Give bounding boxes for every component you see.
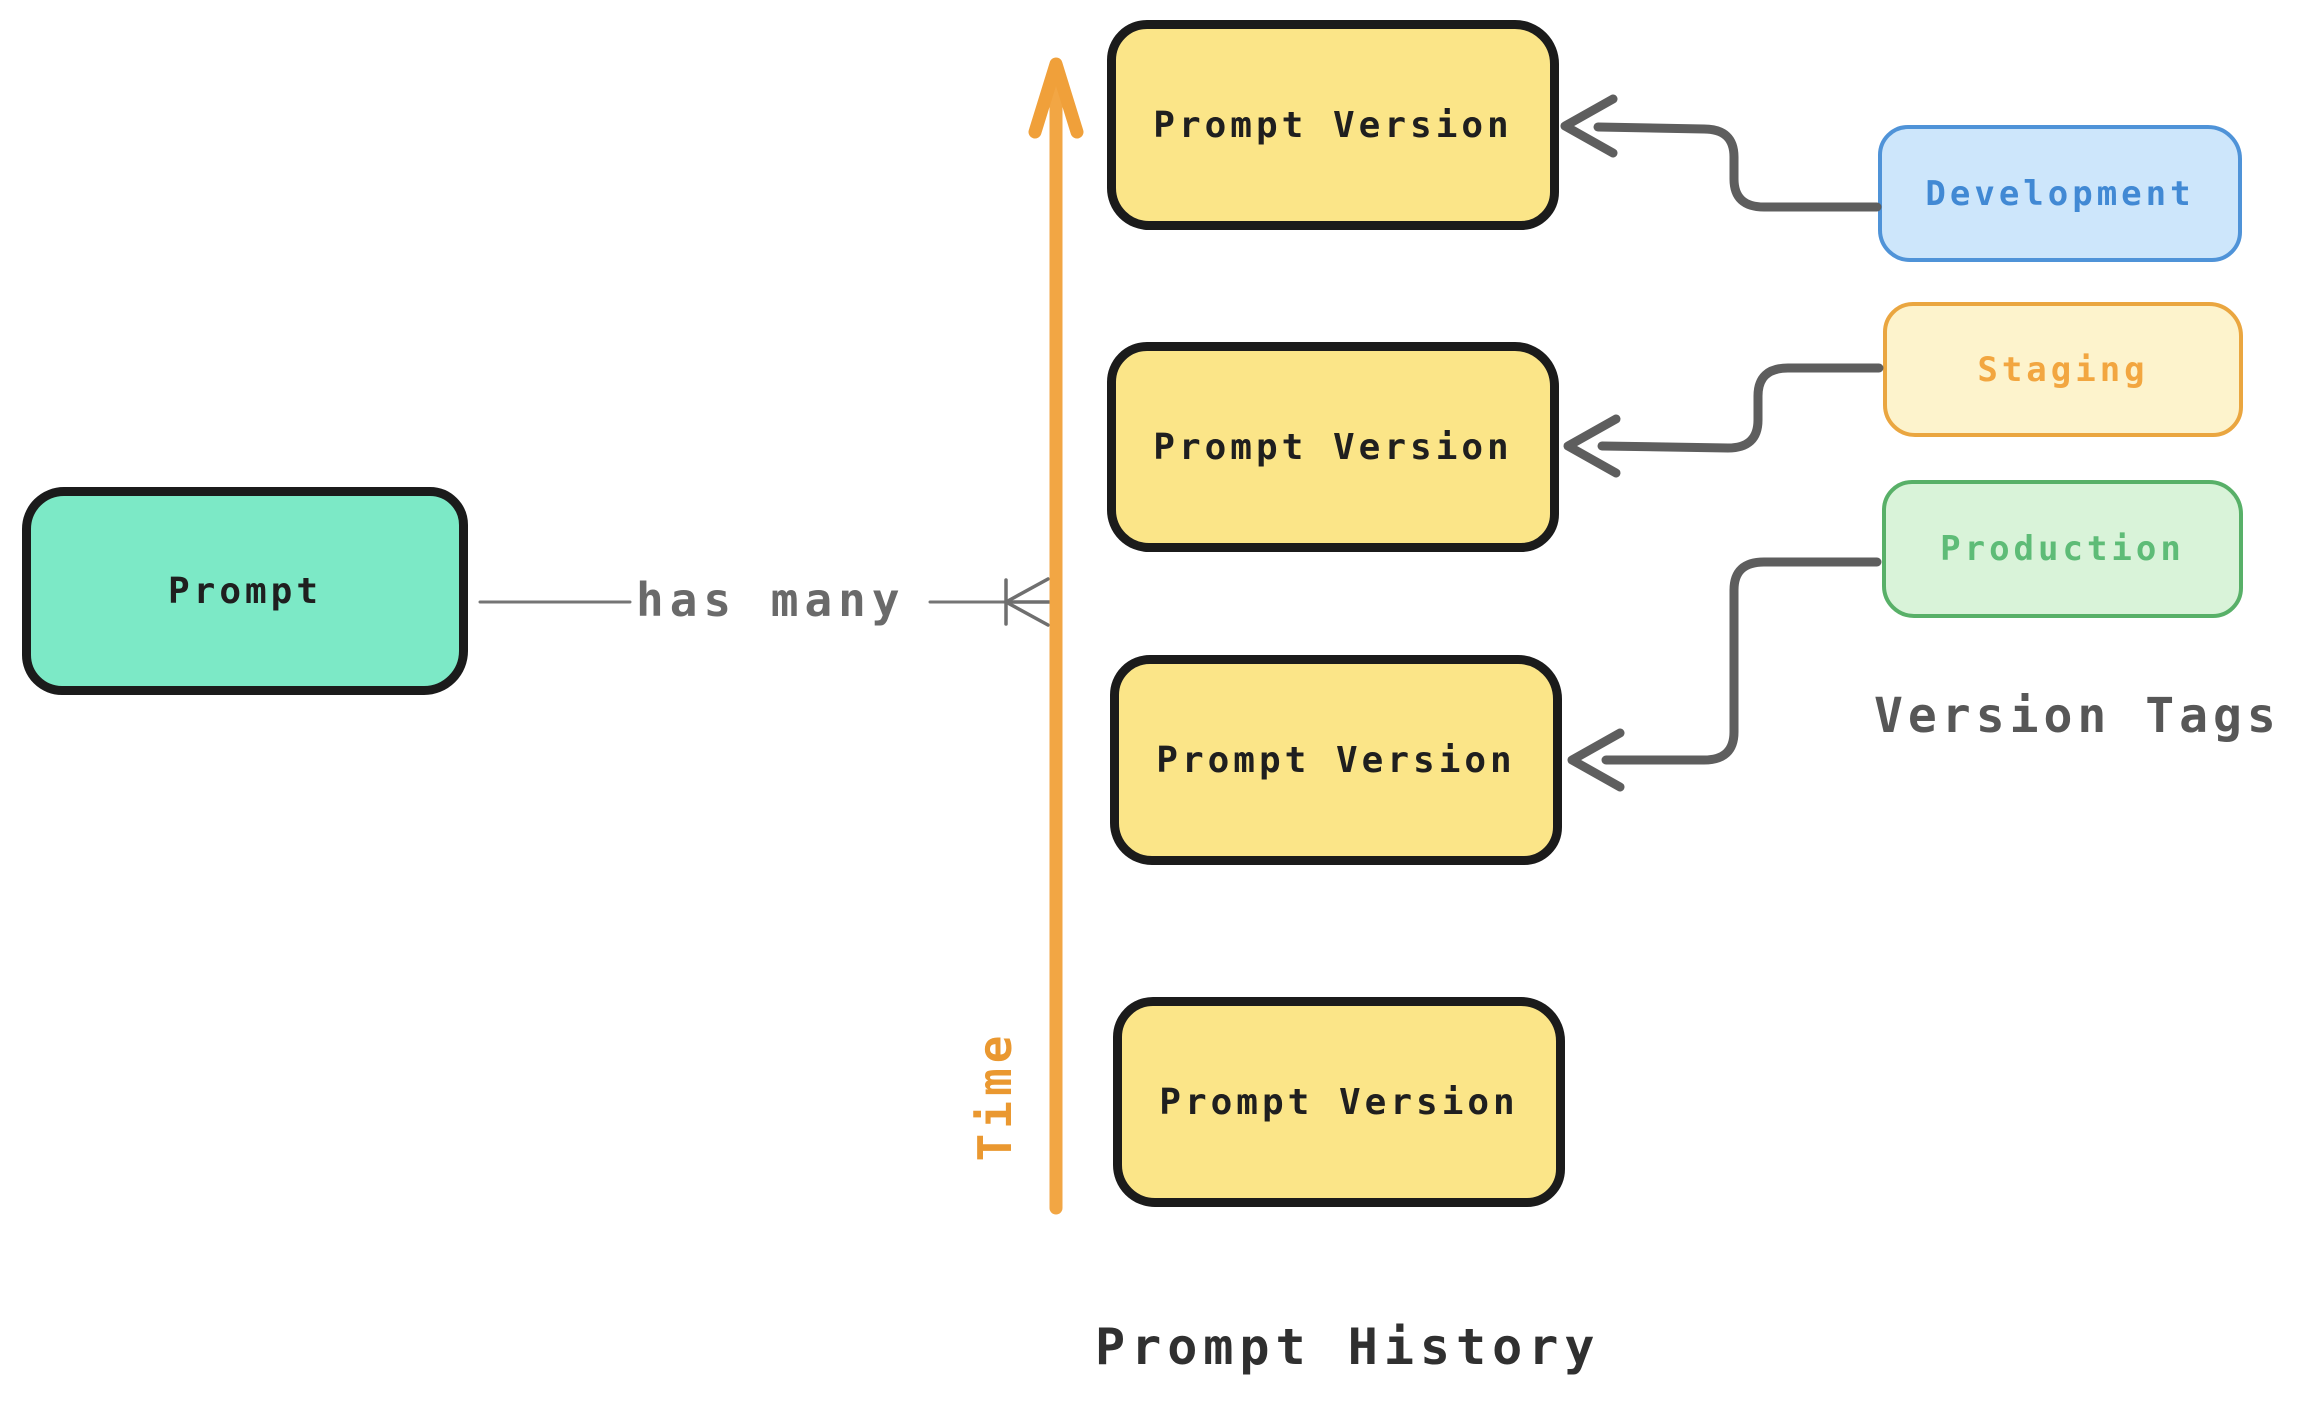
tag-arrow-staging — [1563, 363, 1884, 478]
timeline-label: Time — [968, 1030, 1022, 1162]
tag-production: Production — [1882, 480, 2243, 618]
prompt-version-label-4: Prompt Version — [1159, 1081, 1519, 1123]
prompt-entity-label: Prompt — [167, 570, 323, 612]
prompt-version-box-2: Prompt Version — [1107, 342, 1559, 552]
crow-foot-many-icon — [1004, 577, 1052, 627]
tag-arrow-development — [1560, 94, 1882, 212]
tag-development: Development — [1878, 125, 2242, 262]
prompt-version-box-3: Prompt Version — [1110, 655, 1562, 865]
prompt-version-box-4: Prompt Version — [1113, 997, 1565, 1207]
tag-staging: Staging — [1883, 302, 2243, 437]
tag-development-label: Development — [1925, 173, 2195, 214]
tag-arrows — [1560, 94, 1884, 792]
tag-staging-label: Staging — [1977, 349, 2149, 390]
prompt-version-label-3: Prompt Version — [1156, 739, 1516, 781]
prompt-version-label-1: Prompt Version — [1153, 104, 1513, 146]
version-tags-caption: Version Tags — [1874, 688, 2281, 744]
timeline-arrow — [1028, 57, 1084, 1215]
prompt-entity-box: Prompt — [22, 487, 468, 695]
tag-production-label: Production — [1940, 529, 2185, 569]
prompt-version-box-1: Prompt Version — [1107, 20, 1559, 230]
prompt-history-caption: Prompt History — [1095, 1318, 1601, 1376]
relationship-label: has many — [636, 573, 906, 627]
tag-arrow-production — [1567, 557, 1882, 792]
prompt-version-label-2: Prompt Version — [1153, 426, 1513, 468]
